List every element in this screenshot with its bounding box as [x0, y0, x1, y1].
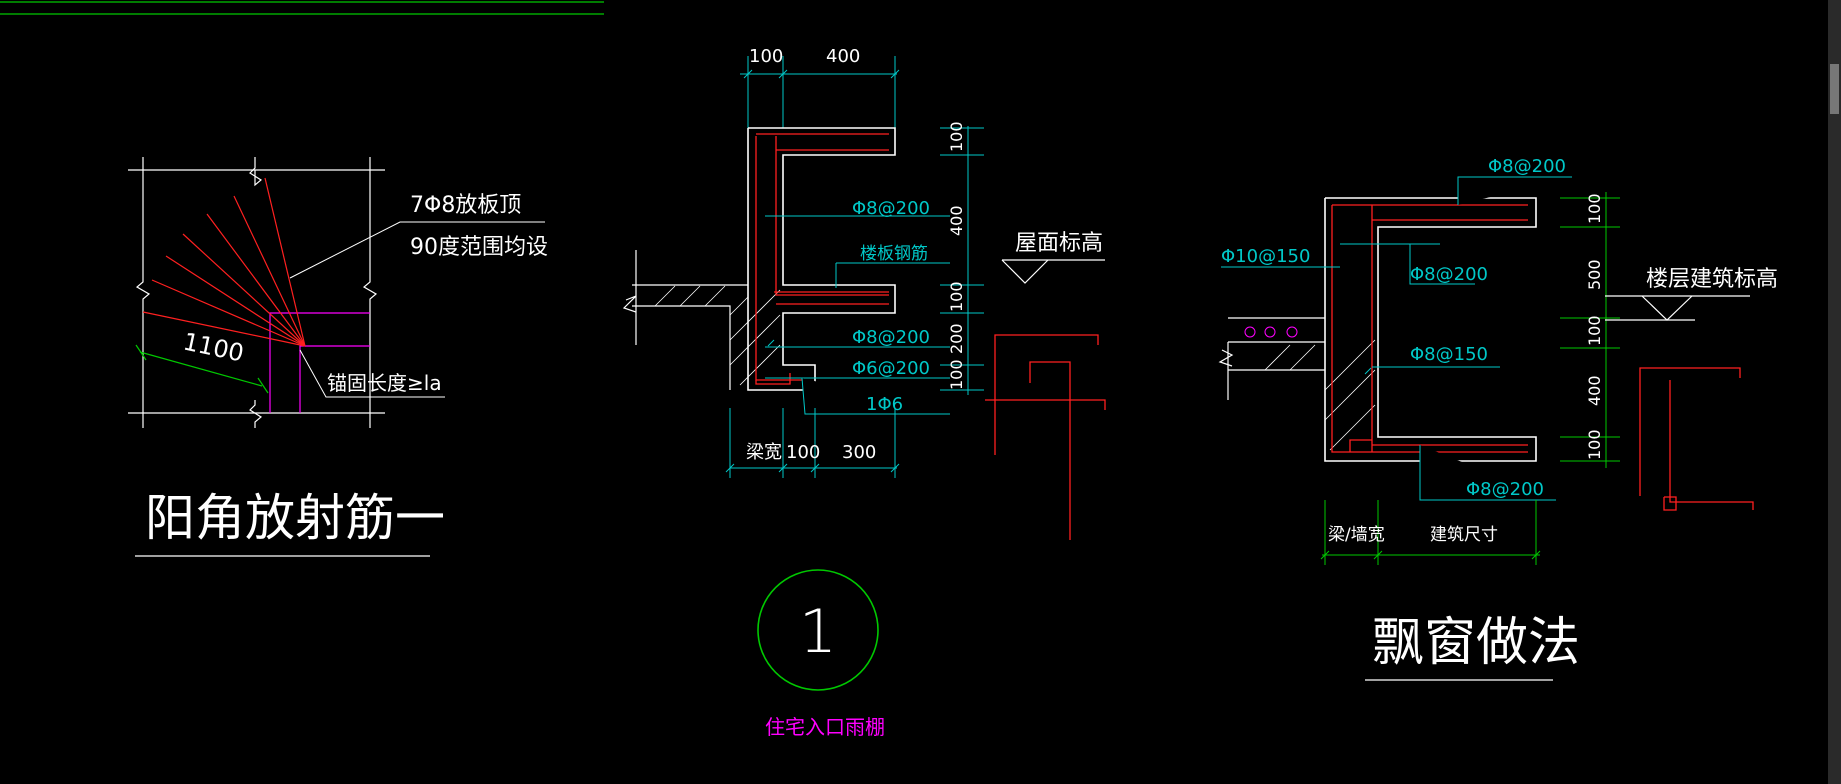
radial-note-line2: 90度范围均设 [410, 235, 548, 260]
canopy-caption: 住宅入口雨棚 [765, 715, 885, 739]
bay-slab-hatch [1264, 339, 1376, 451]
rebar-label-top: Φ8@200 [852, 198, 930, 219]
canopy-section-detail: 100 400 [622, 46, 1106, 739]
bay-vdim-100b: 100 [1585, 315, 1604, 346]
detail-callout-number: 1 [799, 597, 837, 667]
dim-top-100: 100 [749, 46, 783, 67]
bay-window-outline [1324, 197, 1537, 462]
dim-architectural-size: 建筑尺寸 [1430, 525, 1498, 545]
vdim-100b: 100 [947, 281, 966, 312]
bay-rebar-mid: Φ8@150 [1410, 344, 1488, 365]
radial-rebar-detail: 7Φ8放板顶 90度范围均设 1100 锚固长度≥la 阳角放射筋一 [128, 157, 548, 557]
bay-vdim-100a: 100 [1585, 193, 1604, 224]
bay-vdim-500: 500 [1585, 259, 1604, 290]
bay-rebar-inner: Φ8@200 [1410, 264, 1488, 285]
vdim-200: 200 [947, 323, 966, 354]
dim-top-400: 400 [826, 46, 860, 67]
vdim-100a: 100 [947, 121, 966, 152]
bay-bent-shapes [1639, 367, 1754, 511]
bent-bar-shapes [985, 334, 1106, 540]
bay-rebar-bottom: Φ8@200 [1466, 479, 1544, 500]
dim-beam-wall-width: 梁/墙宽 [1328, 525, 1385, 545]
rebar-label-single: 1Φ6 [866, 394, 903, 415]
bay-vdim-100c: 100 [1585, 429, 1604, 460]
right-scroll-strip[interactable] [1828, 0, 1841, 784]
anchor-length-note: 锚固长度≥la [327, 371, 442, 395]
dim-bottom-100: 100 [786, 442, 820, 463]
radial-detail-title: 阳角放射筋一 [145, 489, 445, 547]
rebar-label-bottom: Φ6@200 [852, 358, 930, 379]
roof-level-symbol [1001, 259, 1105, 284]
floor-level-symbol [1605, 295, 1750, 321]
bay-window-detail: Φ8@200 Φ10@150 Φ8@200 Φ8@150 Φ8@200 100 … [1218, 156, 1778, 681]
bay-vdim-400: 400 [1585, 375, 1604, 406]
slab-hatch [654, 285, 781, 386]
radial-note-line1: 7Φ8放板顶 [410, 193, 521, 218]
bay-window-title: 飘窗做法 [1372, 613, 1580, 673]
vdim-100c: 100 [947, 359, 966, 390]
bay-rebar-left: Φ10@150 [1221, 246, 1310, 267]
rebar-label-mid: Φ8@200 [852, 327, 930, 348]
floor-level-label: 楼层建筑标高 [1646, 267, 1778, 292]
top-border-lines [0, 1, 604, 15]
vdim-400: 400 [947, 205, 966, 236]
dim-bottom-300: 300 [842, 442, 876, 463]
slab-rebar-label: 楼板钢筋 [860, 244, 928, 264]
roof-level-label: 屋面标高 [1015, 231, 1103, 256]
detail-callout-circle [757, 569, 879, 691]
bay-rebar-top: Φ8@200 [1488, 156, 1566, 177]
scroll-thumb[interactable] [1830, 64, 1839, 114]
dim-beam-width: 梁宽 [746, 442, 782, 463]
bay-window-rebars [1331, 204, 1528, 453]
radial-bars [142, 177, 306, 347]
